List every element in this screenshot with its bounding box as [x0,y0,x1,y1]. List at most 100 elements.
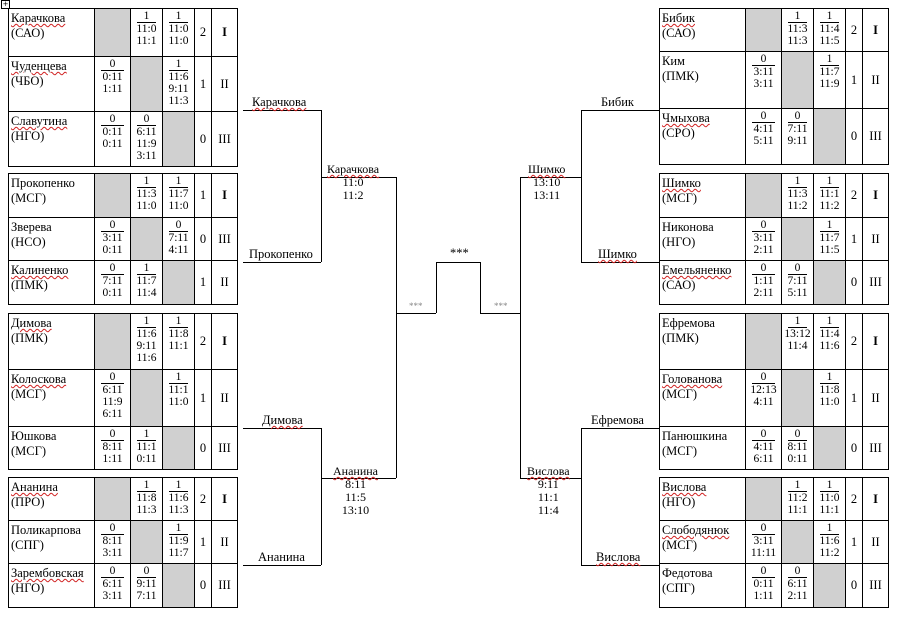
player-region: (МСГ) [662,538,698,552]
match-result: 0 [101,428,124,441]
table-anchor-icon[interactable]: + [1,0,10,9]
self-cell [94,173,131,218]
game-score: 11:0 [136,200,157,212]
round2-score: 11:5 [345,490,366,504]
place-cell: III [211,111,238,167]
game-score: 3:11 [753,535,774,547]
game-score: 11:7 [168,547,189,559]
points-cell: 2 [845,313,863,370]
game-score: 11:4 [819,328,840,340]
match-result: 0 [101,58,124,71]
game-score: 11:1 [136,441,157,453]
game-score: 11:3 [168,504,189,516]
player-cell: Ананина(ПРО) [8,477,95,521]
game-score: 11:0 [168,35,189,47]
game-score: 11:6 [136,352,157,364]
semifinal-placeholder: *** [494,301,508,311]
game-score: 11:7 [819,66,840,78]
bracket-line [581,110,582,262]
match-result: 0 [788,428,807,441]
round2-name: Шимко [528,162,566,176]
player-region: (МСГ) [662,191,698,205]
points-cell: 2 [194,8,212,57]
game-score: 11:7 [819,232,840,244]
player-cell: Ким(ПМК) [659,51,746,109]
player-name: Емельяненко [662,263,732,277]
game-score: 11:5 [819,244,840,256]
place-cell: II [211,369,238,427]
game-score: 11:11 [750,547,777,559]
player-name: Прокопенко [11,176,75,190]
round2-score: 13:11 [533,188,561,202]
game-score: 9:11 [136,578,157,590]
player-region: (СРО) [662,126,695,140]
points-cell: 1 [194,56,212,112]
match-result: 0 [752,53,775,66]
game-score: 11:1 [819,504,840,516]
player-name: Чмыхова [662,111,710,125]
game-score: 6:11 [787,578,808,590]
game-score: 11:7 [136,275,157,287]
advance-name: Вислова [596,550,641,564]
player-cell: Димова(ПМК) [8,313,95,370]
player-cell: Колоскова(МСГ) [8,369,95,427]
bracket-line [243,428,321,429]
game-score: 8:11 [102,441,123,453]
points-cell: 2 [194,313,212,370]
player-region: (МСГ) [662,444,698,458]
game-score: 11:2 [787,492,808,504]
points-cell: 0 [845,426,863,470]
points-cell: 2 [194,477,212,521]
game-score: 3:11 [753,66,774,78]
match-result: 1 [820,219,839,232]
game-score: 11:3 [168,95,189,107]
bracket-line [321,428,322,565]
self-cell [781,51,814,109]
game-score: 11:6 [168,71,189,83]
bracket-line [321,478,396,479]
game-score: 4:11 [753,396,774,408]
points-cell: 2 [845,173,863,218]
game-score: 11:3 [787,35,808,47]
game-score: 12:13 [750,384,777,396]
advance-name: Бибик [601,95,634,109]
match-result: 1 [169,522,188,535]
points-cell: 0 [194,563,212,608]
player-region: (СПГ) [11,538,44,552]
points-cell: 1 [845,369,863,427]
game-score: 9:11 [168,83,189,95]
self-cell [781,217,814,261]
player-cell: Зарембовская(НГО) [8,563,95,608]
bracket-line [581,428,582,565]
place-cell: I [211,313,238,370]
player-region: (НСО) [11,235,46,249]
place-cell: II [211,520,238,564]
self-cell [130,520,163,564]
player-region: (ПМК) [662,331,699,345]
bracket-line [396,177,397,478]
game-score: 0:11 [102,287,123,299]
game-score: 11:9 [168,535,189,547]
game-score: 11:6 [136,328,157,340]
game-score: 11:3 [136,188,157,200]
